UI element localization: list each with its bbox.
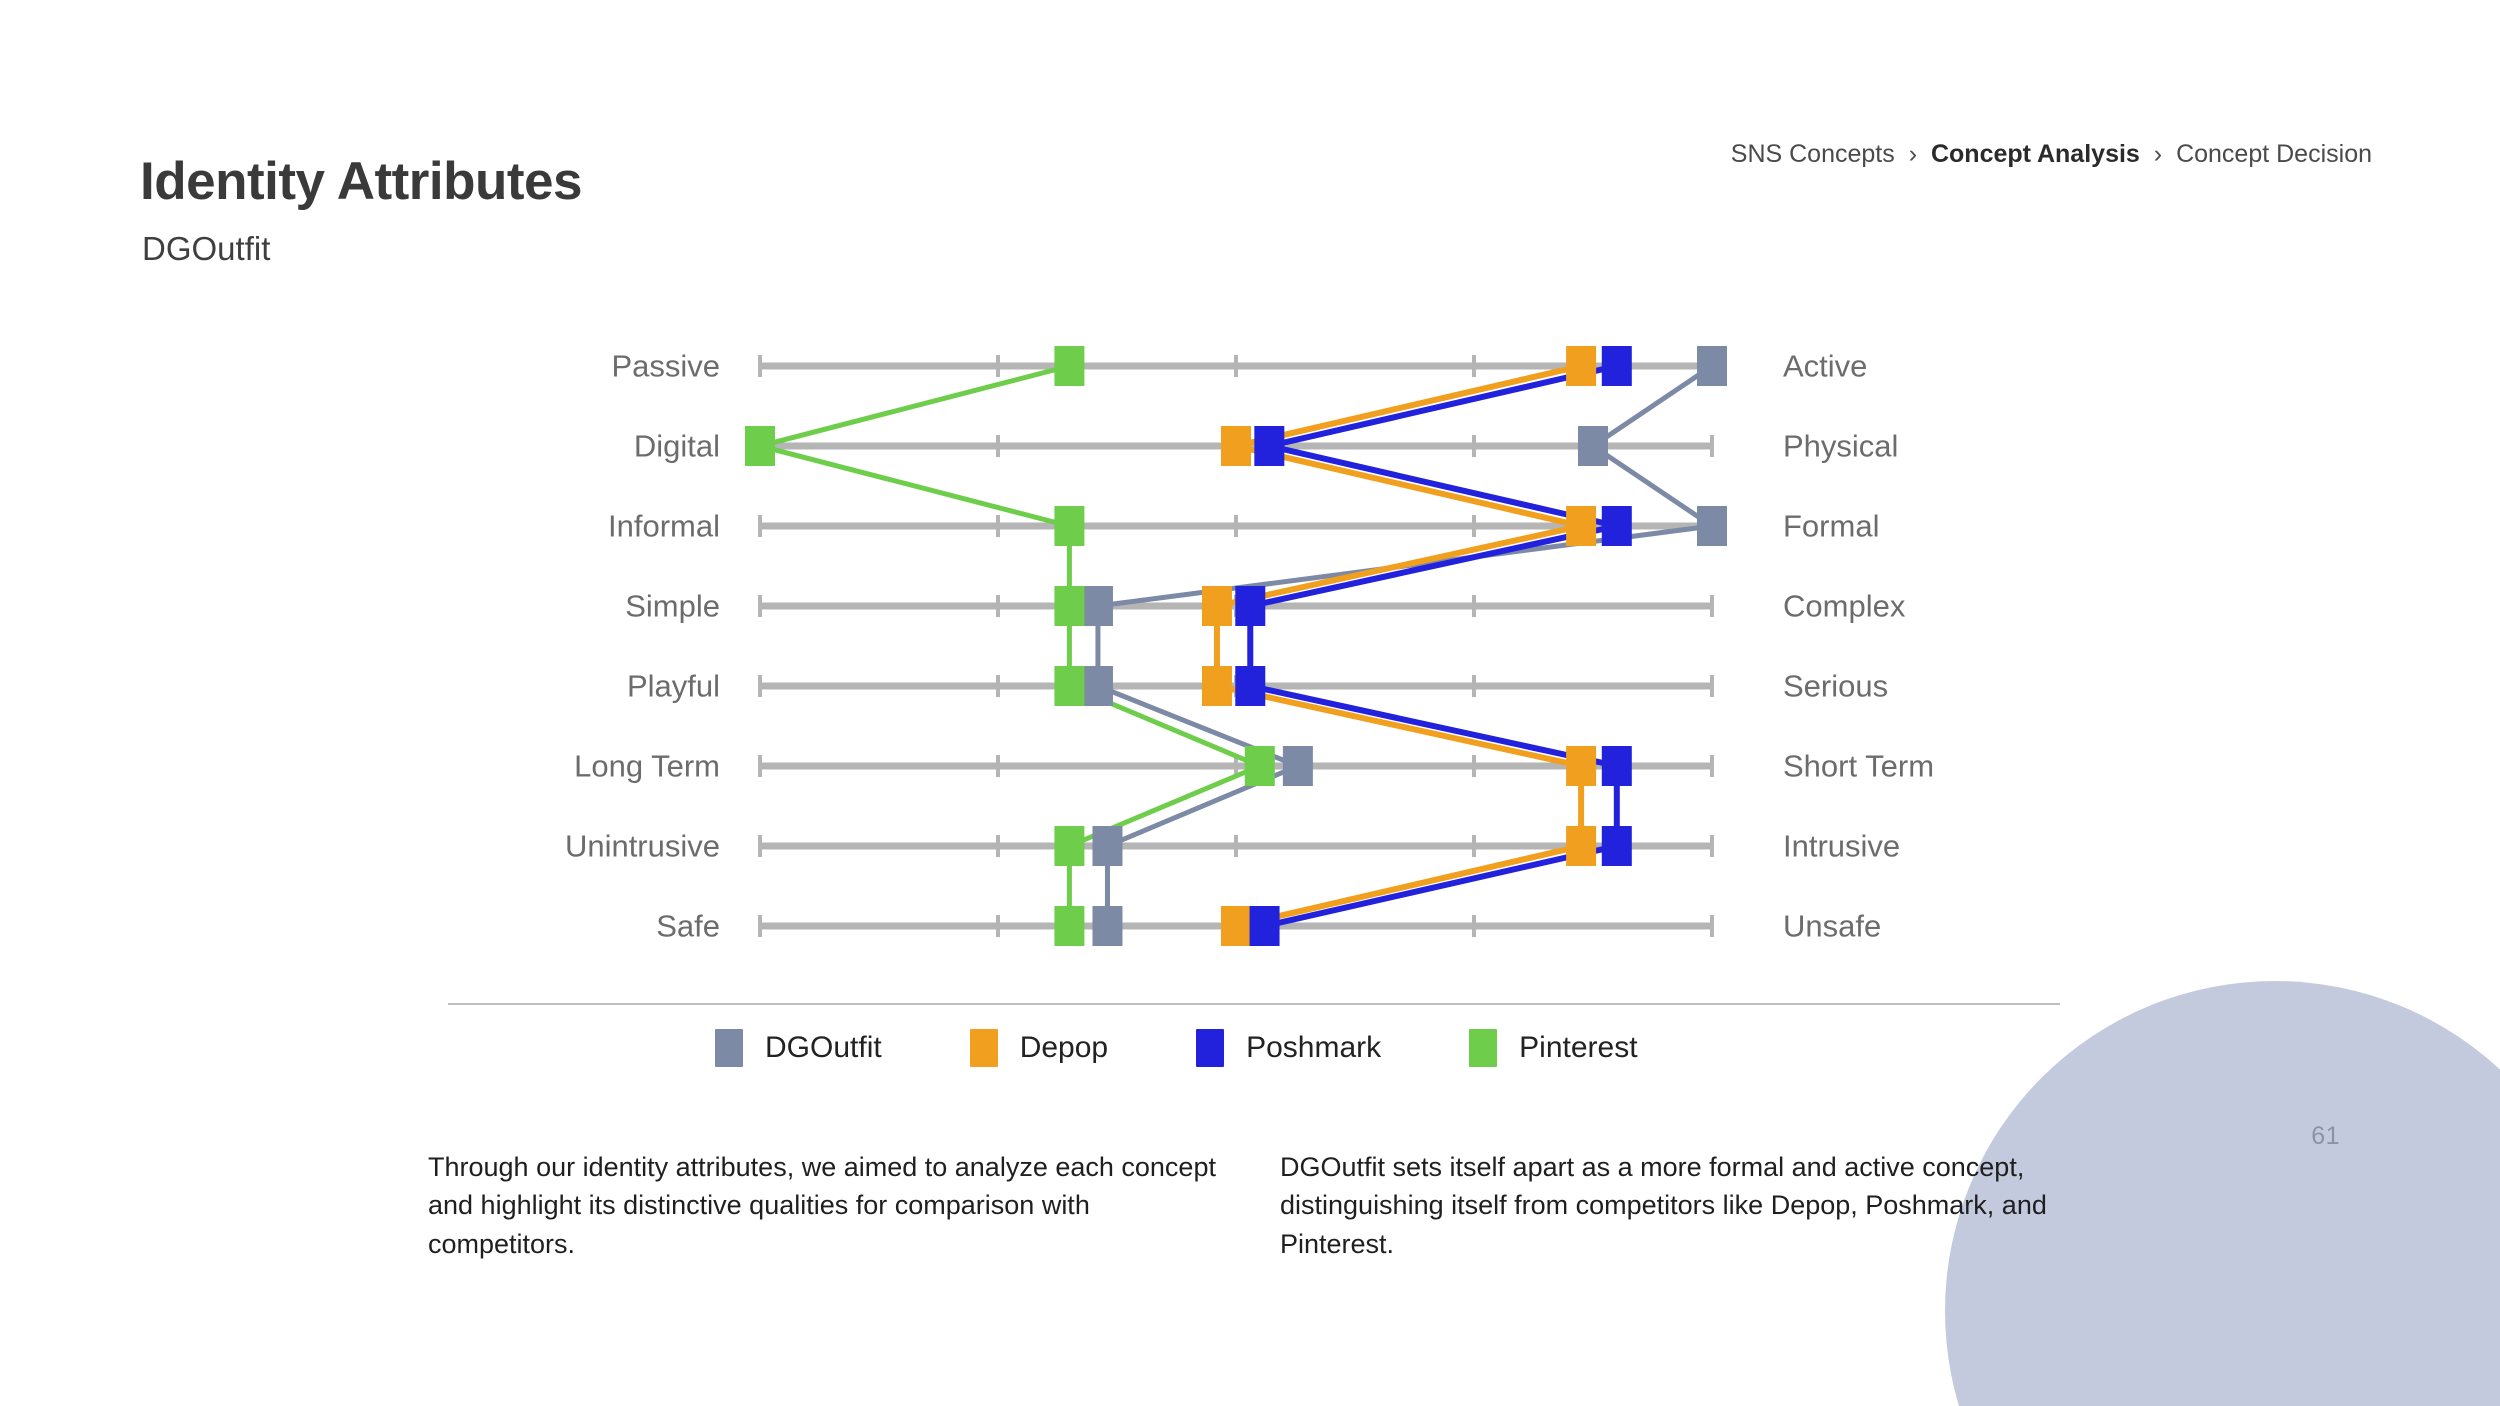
axis-label-left-simple: Simple: [625, 588, 720, 624]
series-line-dgoutfit: [1095, 363, 1719, 926]
data-point-marker: [1201, 666, 1232, 706]
data-point-marker: [1249, 906, 1280, 946]
data-point-marker: [1244, 746, 1275, 786]
chart-legend: DGOutfit Depop Poshmark Pinterest: [715, 1029, 1726, 1067]
axis-label-right-short-term: Short Term: [1783, 748, 1935, 784]
legend-swatch-icon: [1196, 1029, 1225, 1067]
data-point-marker: [1697, 346, 1727, 386]
legend-item-poshmark[interactable]: Poshmark: [1196, 1029, 1381, 1067]
data-point-marker: [745, 426, 775, 466]
data-point-marker: [1566, 346, 1597, 386]
axis-label-left-informal: Informal: [608, 508, 720, 544]
data-point-marker: [1221, 906, 1251, 946]
axis-label-left-digital: Digital: [633, 428, 720, 464]
axis-label-right-serious: Serious: [1783, 668, 1889, 704]
data-point-marker: [1054, 666, 1085, 706]
axis-row: [758, 435, 1714, 457]
legend-label: Poshmark: [1246, 1031, 1382, 1064]
legend-swatch-icon: [1469, 1029, 1498, 1067]
axis-row: [758, 595, 1714, 617]
data-point-marker: [1082, 666, 1113, 706]
axis-row: [758, 675, 1714, 697]
series-line-pinterest: [750, 363, 1267, 926]
legend-item-pinterest[interactable]: Pinterest: [1469, 1029, 1638, 1067]
axis-label-right-unsafe: Unsafe: [1783, 908, 1882, 944]
data-point-marker: [1601, 346, 1632, 386]
axis-row: [758, 835, 1714, 857]
breadcrumb-item-concept-analysis[interactable]: Concept Analysis: [1930, 140, 2140, 168]
section-divider: [448, 1003, 2060, 1005]
legend-label: Depop: [1019, 1031, 1109, 1064]
legend-swatch-icon: [715, 1029, 743, 1067]
legend-label: Pinterest: [1519, 1031, 1638, 1064]
data-point-marker: [1601, 506, 1632, 546]
page-subtitle: DGOutfit: [142, 230, 271, 267]
data-point-marker: [1601, 746, 1632, 786]
data-point-marker: [1566, 506, 1597, 546]
axis-label-left-long-term: Long Term: [574, 748, 720, 784]
data-point-marker: [1578, 426, 1608, 466]
axis-label-right-complex: Complex: [1783, 588, 1906, 624]
axis-label-right-formal: Formal: [1783, 508, 1880, 544]
data-point-marker: [1054, 346, 1085, 386]
data-point-marker: [1082, 586, 1113, 626]
data-point-marker: [1221, 426, 1251, 466]
data-point-marker: [1092, 906, 1123, 946]
body-text-right: DGOutfit sets itself apart as a more for…: [1280, 1152, 2047, 1259]
body-text-left: Through our identity attributes, we aime…: [428, 1152, 1216, 1259]
breadcrumb-item-concept-decision[interactable]: Concept Decision: [2176, 140, 2372, 168]
data-point-marker: [1235, 666, 1266, 706]
axis-label-right-active: Active: [1783, 348, 1868, 384]
axis-label-left-passive: Passive: [611, 348, 720, 384]
axis-row: [758, 355, 1714, 377]
axis-label-right-physical: Physical: [1783, 428, 1899, 464]
data-point-marker: [1201, 586, 1232, 626]
page-number: 61: [2311, 1122, 2340, 1150]
data-point-marker: [1282, 746, 1313, 786]
legend-label: DGOutfit: [765, 1031, 882, 1064]
axis-row: [758, 755, 1714, 777]
data-point-marker: [1054, 906, 1085, 946]
data-point-marker: [1254, 426, 1285, 466]
data-point-marker: [1235, 586, 1266, 626]
legend-swatch-icon: [969, 1029, 998, 1067]
page-title: Identity Attributes: [140, 152, 582, 211]
legend-item-depop[interactable]: Depop: [969, 1029, 1109, 1067]
breadcrumb-separator-icon: ›: [2153, 140, 2163, 168]
breadcrumb-separator-icon: ›: [1908, 140, 1918, 168]
breadcrumb-item-sns-concepts[interactable]: SNS Concepts: [1730, 140, 1895, 168]
data-point-marker: [1054, 826, 1085, 866]
axis-label-left-playful: Playful: [626, 668, 720, 704]
axis-row: [758, 515, 1714, 537]
data-point-marker: [1601, 826, 1632, 866]
axis-label-left-unintrusive: Unintrusive: [564, 828, 720, 864]
data-point-marker: [1054, 586, 1085, 626]
data-point-marker: [1054, 506, 1085, 546]
axis-row: [758, 915, 1714, 937]
legend-item-dgoutfit[interactable]: DGOutfit: [715, 1029, 882, 1067]
axis-label-right-intrusive: Intrusive: [1783, 828, 1901, 864]
series-line-depop: [1213, 363, 1585, 929]
data-point-marker: [1092, 826, 1123, 866]
breadcrumb: SNS Concepts › Concept Analysis › Concep…: [1731, 140, 2372, 169]
data-point-marker: [1566, 826, 1597, 866]
series-line-poshmark: [1247, 363, 1620, 929]
data-point-marker: [1697, 506, 1727, 546]
data-point-marker: [1566, 746, 1597, 786]
axis-label-left-safe: Safe: [656, 908, 720, 944]
